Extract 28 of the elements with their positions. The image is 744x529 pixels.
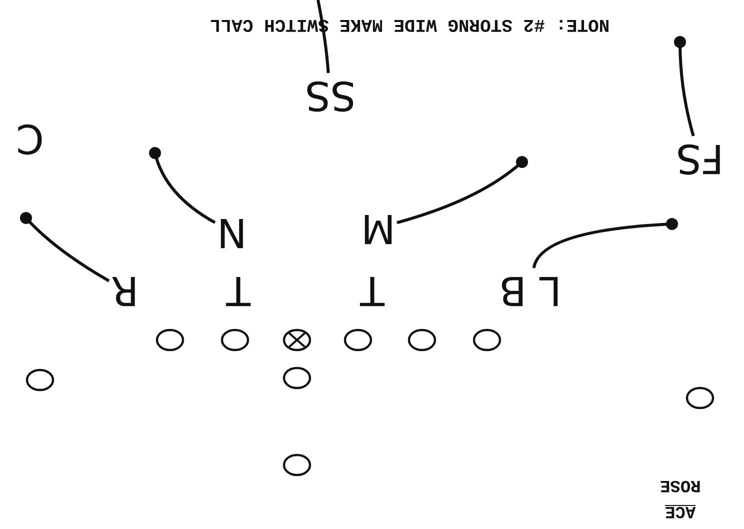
player-letter: SS	[304, 75, 356, 115]
center-circle-x	[282, 328, 312, 352]
player-circle	[26, 368, 54, 392]
play-name: ACE	[664, 502, 696, 518]
player-circle	[344, 328, 372, 352]
player-circle	[686, 386, 714, 410]
note-text: NOTE: #2 STORNG WIDE MAKE SWITCH CALL	[210, 15, 610, 33]
player-letter: N	[217, 212, 247, 252]
route-line	[149, 147, 216, 224]
player-letter: T	[226, 270, 250, 310]
route-line	[396, 156, 528, 224]
player-circle	[220, 328, 250, 352]
route-line	[532, 218, 678, 268]
route-line	[20, 212, 110, 282]
route-line	[674, 36, 695, 136]
player-letter: R	[111, 270, 139, 310]
player-letter: T	[360, 270, 384, 310]
player-circle	[472, 328, 502, 352]
route-line	[316, 0, 330, 74]
player-letter: M	[360, 208, 396, 248]
player-letter: FS	[676, 138, 724, 178]
player-letter: L B	[499, 270, 562, 310]
player-circle	[156, 328, 184, 352]
player-circle	[282, 366, 312, 390]
player-circle	[282, 454, 312, 476]
player-circle	[408, 328, 436, 352]
play-name: ROSE	[660, 476, 700, 492]
player-letter: C	[16, 118, 44, 158]
